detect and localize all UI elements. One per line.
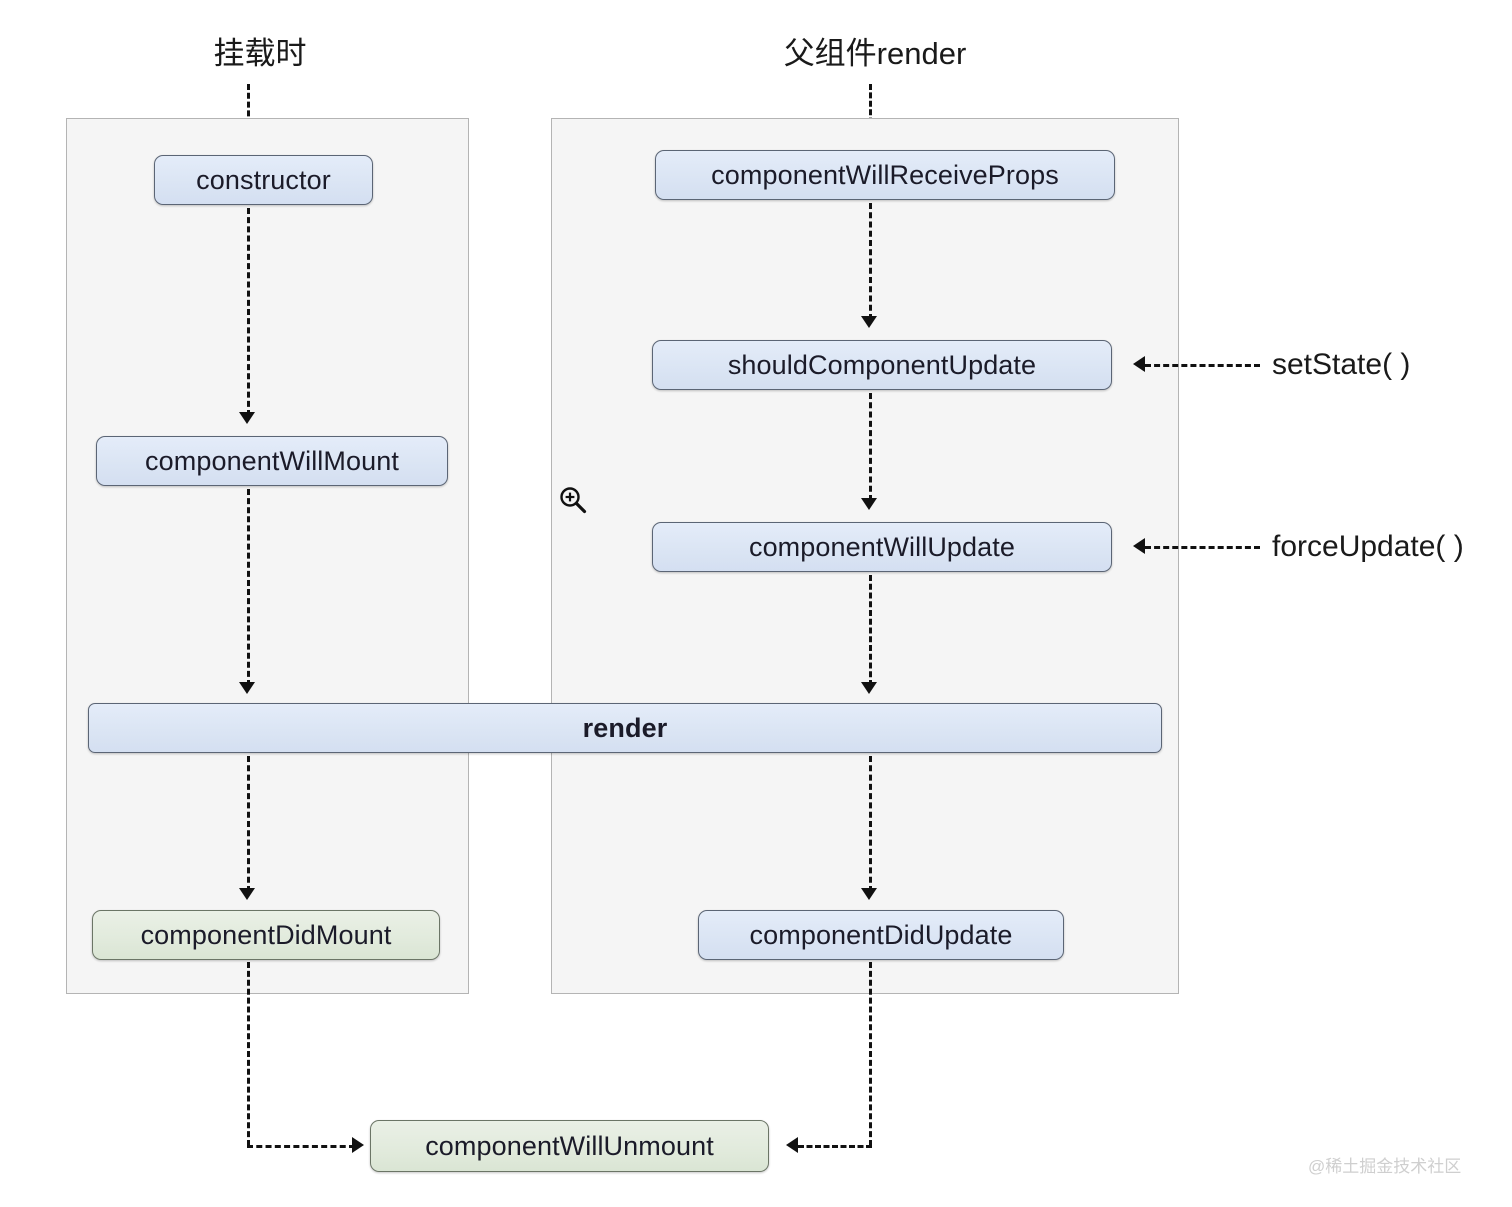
mount-entry-connector (247, 84, 250, 134)
mount-phase-title: 挂载时 (213, 36, 307, 71)
lifecycle-box-componentwillupdate[interactable]: componentWillUpdate (652, 522, 1112, 572)
didmount-to-unmount-arrowhead (352, 1137, 364, 1153)
lifecycle-box-componentwillunmount[interactable]: componentWillUnmount (370, 1120, 769, 1172)
didupdate-to-unmount-arrowhead (786, 1137, 798, 1153)
willmount-to-render-connector (247, 489, 250, 686)
willupdate-to-render-arrowhead (861, 682, 877, 694)
forceupdate-connector (1145, 546, 1260, 549)
didmount-to-unmount-vertical (247, 962, 250, 1146)
lifecycle-box-constructor[interactable]: constructor (154, 155, 373, 205)
didupdate-to-unmount-vertical (869, 962, 872, 1146)
render-to-didupdate-arrowhead (861, 888, 877, 900)
didupdate-to-unmount-horizontal (798, 1145, 872, 1148)
constructor-to-willmount-connector (247, 208, 250, 416)
forceupdate-arrowhead (1133, 538, 1145, 554)
shouldupdate-to-willupdate-arrowhead (861, 498, 877, 510)
magnifier-zoom-in-icon (557, 484, 591, 518)
setstate-arrowhead (1133, 356, 1145, 372)
site-watermark: @稀土掘金技术社区 (1308, 1157, 1462, 1176)
render-to-didupdate-connector (869, 756, 872, 892)
constructor-to-willmount-arrowhead (239, 412, 255, 424)
lifecycle-box-render[interactable]: render (88, 703, 1162, 753)
render-to-didmount-connector (247, 756, 250, 892)
setstate-label: setState( ) (1272, 348, 1411, 381)
forceupdate-label: forceUpdate( ) (1272, 530, 1464, 563)
lifecycle-box-shouldcomponentupdate[interactable]: shouldComponentUpdate (652, 340, 1112, 390)
willreceiveprops-to-shouldupdate-arrowhead (861, 316, 877, 328)
didmount-to-unmount-horizontal (247, 1145, 355, 1148)
lifecycle-box-componentwillreceiveprops[interactable]: componentWillReceiveProps (655, 150, 1115, 200)
update-entry-connector (869, 84, 872, 132)
willreceiveprops-to-shouldupdate-connector (869, 203, 872, 320)
willmount-to-render-arrowhead (239, 682, 255, 694)
render-to-didmount-arrowhead (239, 888, 255, 900)
setstate-connector (1145, 364, 1260, 367)
lifecycle-box-componentdidupdate[interactable]: componentDidUpdate (698, 910, 1064, 960)
update-phase-title: 父组件render (783, 36, 967, 71)
lifecycle-box-componentdidmount[interactable]: componentDidMount (92, 910, 440, 960)
mount-phase-panel (66, 118, 469, 994)
shouldupdate-to-willupdate-connector (869, 393, 872, 501)
willupdate-to-render-connector (869, 575, 872, 686)
lifecycle-box-componentwillmount[interactable]: componentWillMount (96, 436, 448, 486)
